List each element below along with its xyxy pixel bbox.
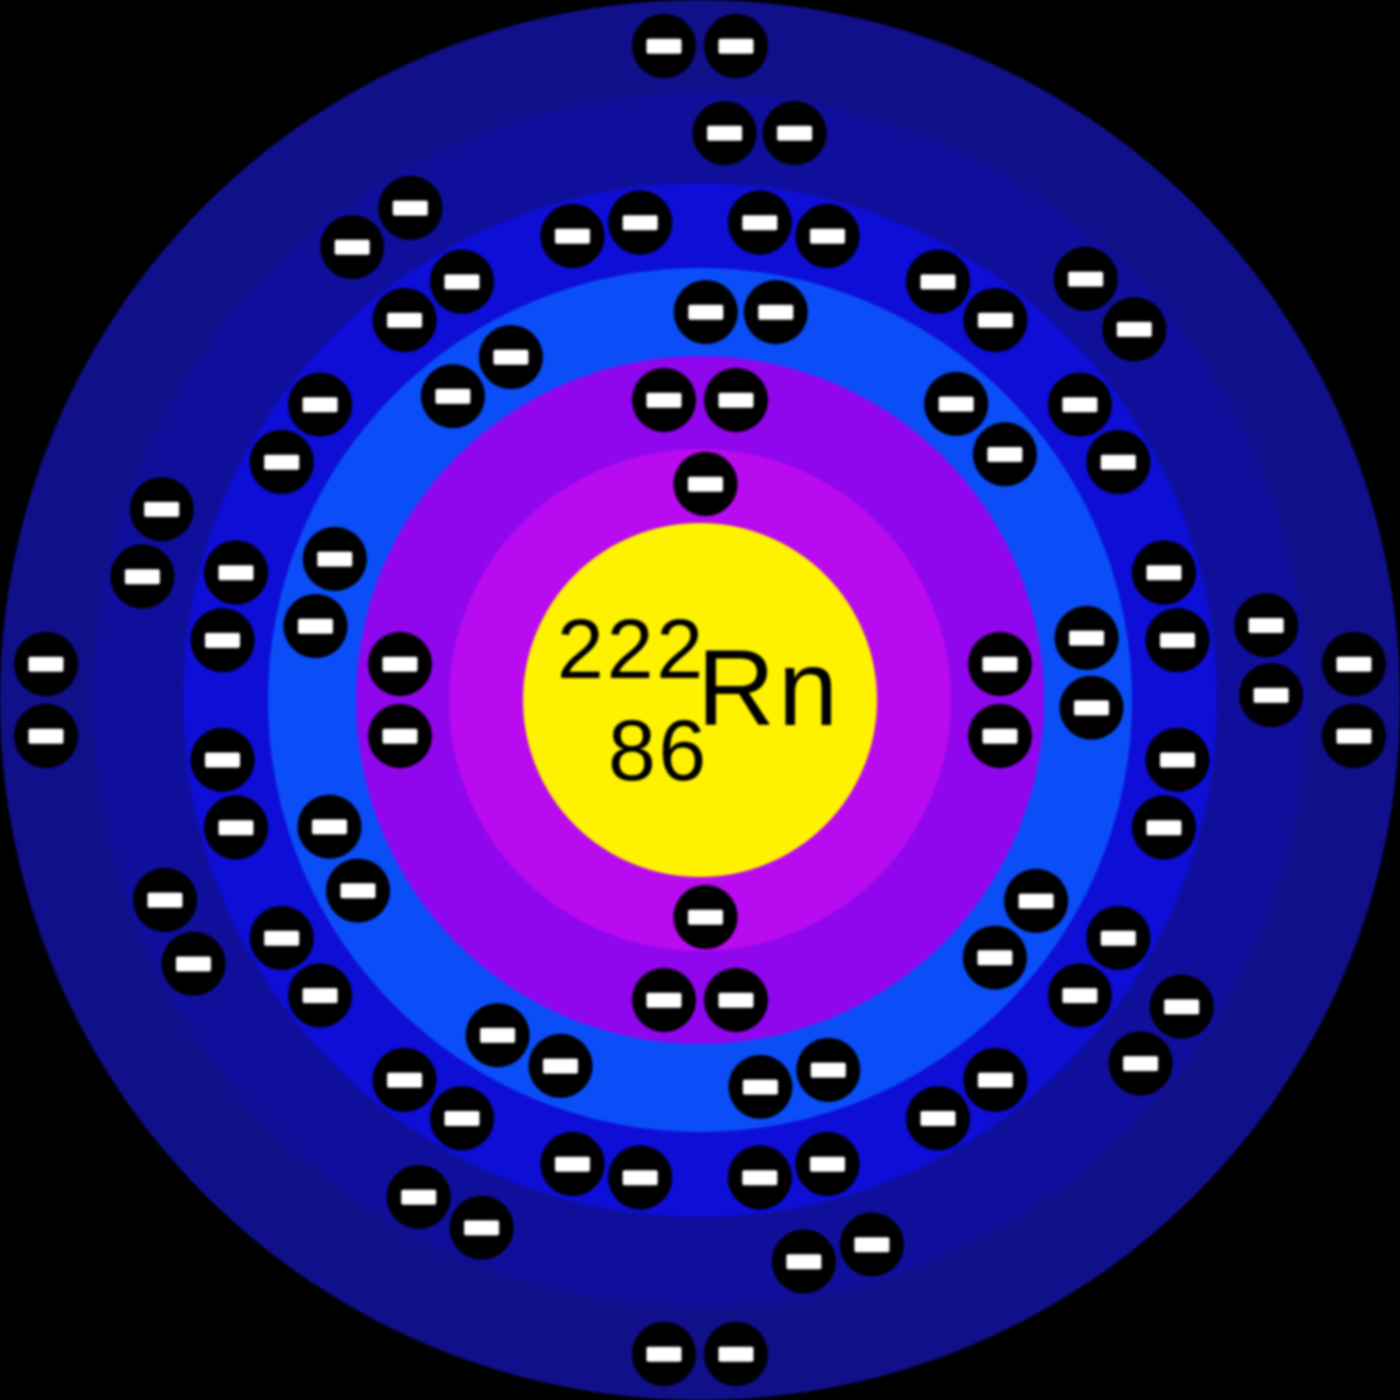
- svg-text:222: 222: [557, 602, 706, 696]
- svg-text:Rn: Rn: [697, 627, 841, 748]
- svg-text:86: 86: [608, 703, 709, 799]
